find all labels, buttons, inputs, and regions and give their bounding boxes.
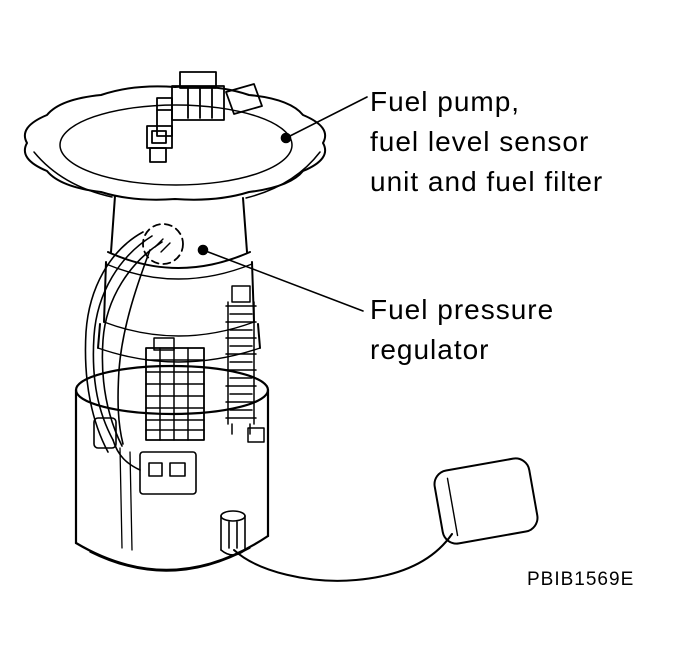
side-clip [93,417,117,449]
wiring-harness [84,231,163,471]
leader-lines [197,96,368,312]
leader-line-fuel-pump [285,96,368,139]
label-fuel-pressure-regulator: Fuel pressure regulator [370,290,554,370]
float-arm [233,533,453,582]
float [433,457,539,545]
label-fuel-pump-line1: Fuel pump, [370,86,521,117]
reservoir-cup [74,364,270,572]
label-fuel-pump-line2: fuel level sensor [370,126,590,157]
leader-line-regulator [202,249,364,312]
electrical-connector-top [146,125,173,149]
top-fittings [146,71,263,163]
electrical-connector-block [145,337,205,441]
pump-body [97,195,261,363]
leader-dot-regulator [197,244,209,256]
fuel-line-fitting [225,83,263,115]
reference-code: PBIB1569E [527,569,635,590]
lower-connector [139,451,197,495]
label-fuel-pump-unit: Fuel pump, fuel level sensor unit and fu… [370,82,603,202]
leader-dot-fuel-pump [280,132,292,144]
label-regulator-line1: Fuel pressure [370,294,555,325]
label-fuel-pump-line3: unit and fuel filter [370,166,604,197]
pump-inlet [220,510,246,556]
mounting-flange [23,85,327,201]
label-regulator-line2: regulator [370,334,490,365]
pressure-regulator-mark [142,223,184,265]
corrugated-tube [225,285,257,435]
